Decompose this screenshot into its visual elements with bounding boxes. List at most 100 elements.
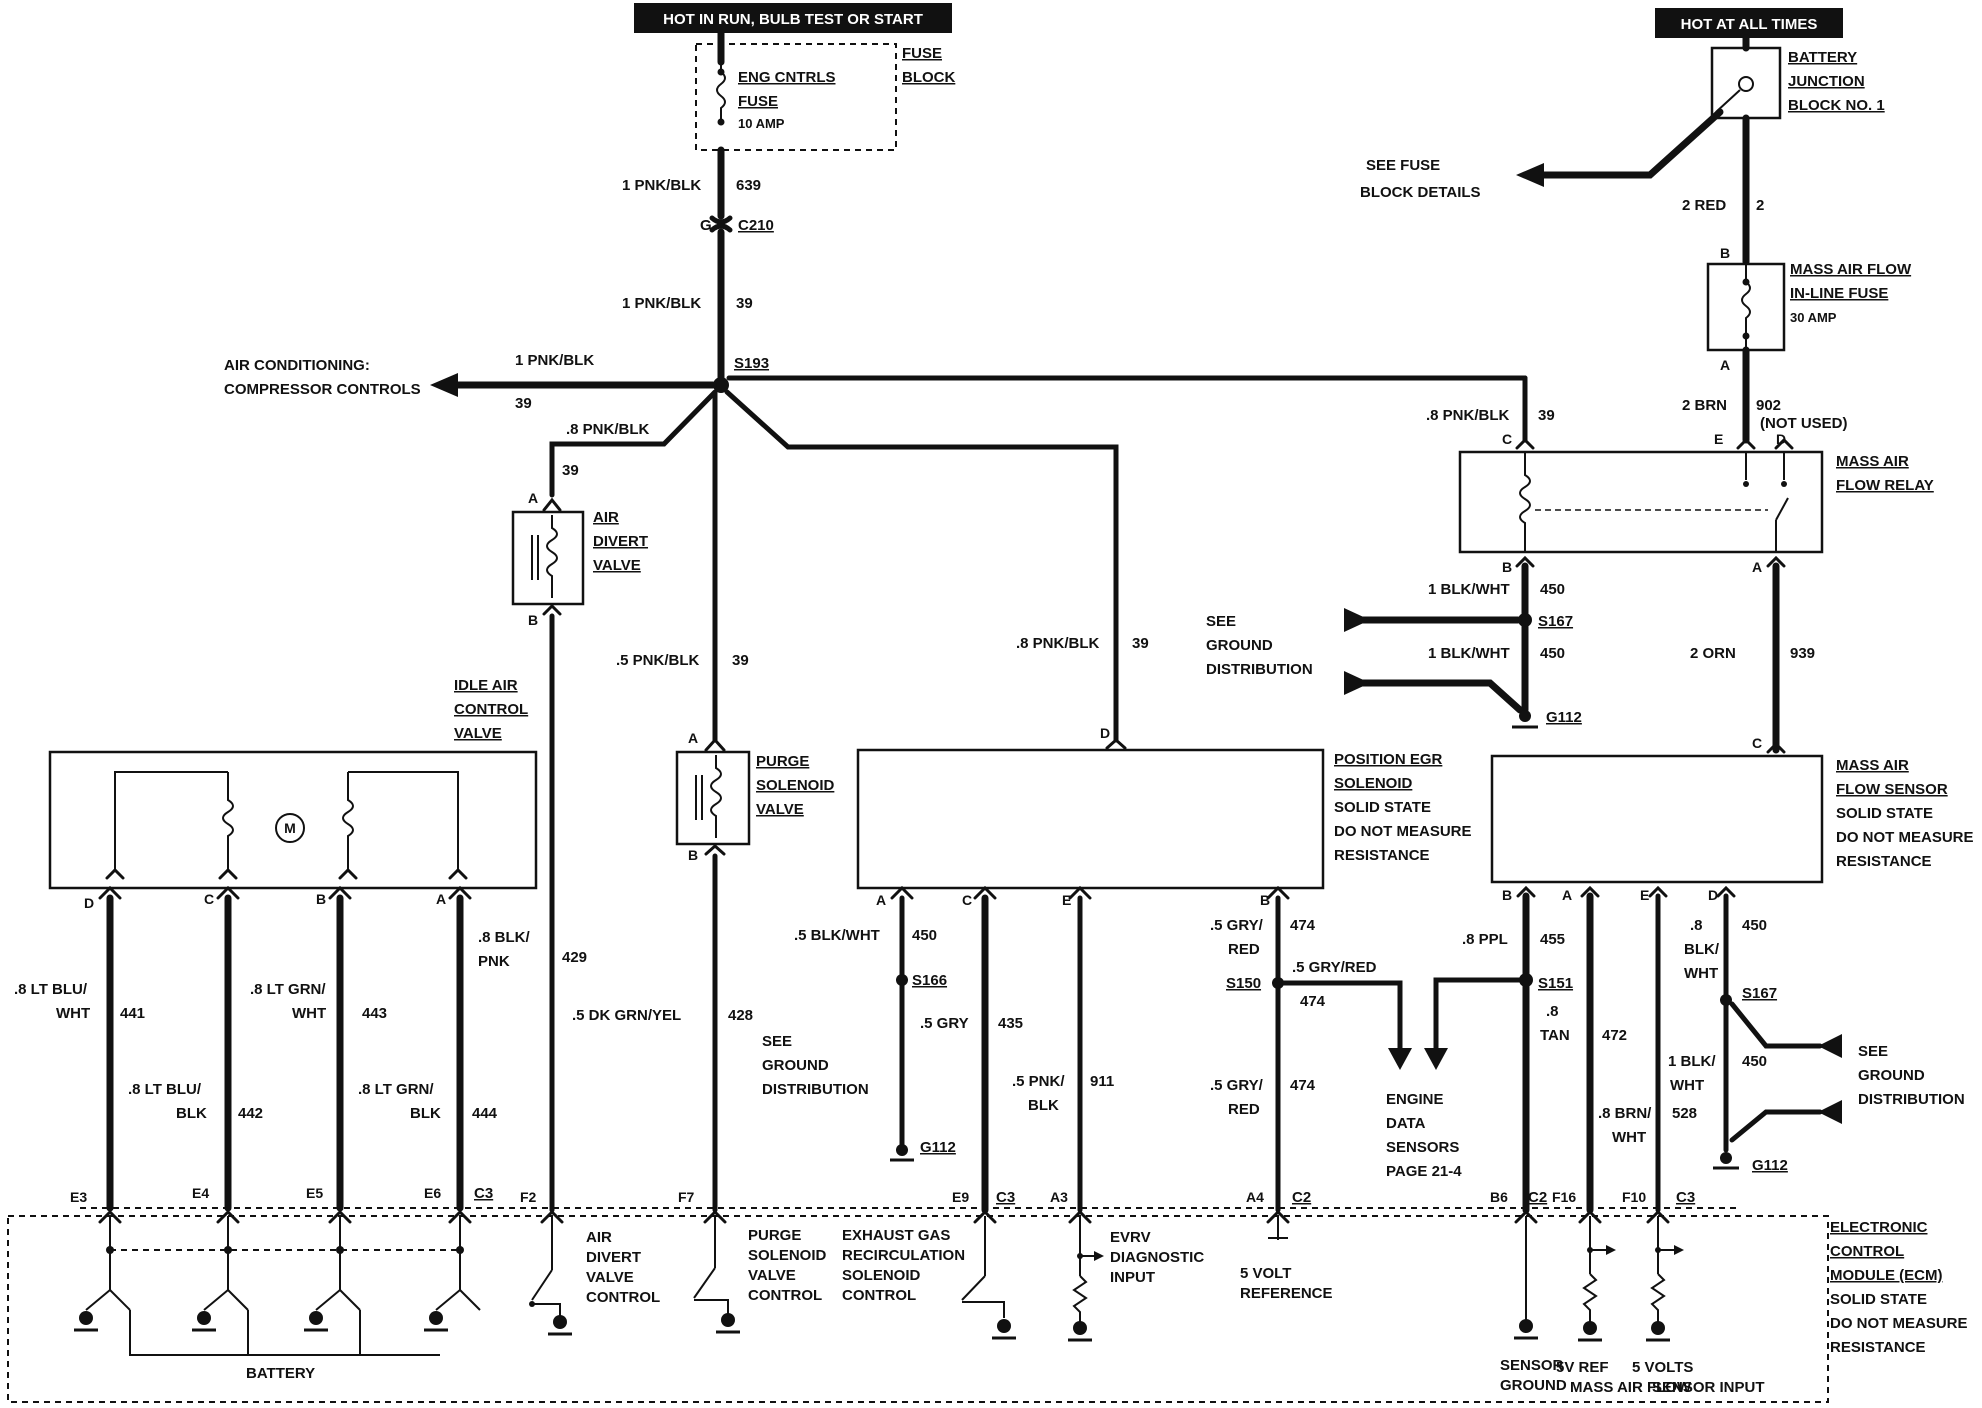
svg-text:SEE FUSE: SEE FUSE [1366, 157, 1440, 174]
svg-text:A: A [1752, 559, 1762, 575]
svg-text:428: 428 [728, 1007, 753, 1024]
svg-text:EVRV: EVRV [1110, 1229, 1151, 1246]
svg-text:ENGINE: ENGINE [1386, 1091, 1444, 1108]
svg-text:B: B [1502, 887, 1512, 903]
motor-icon [275, 813, 305, 843]
svg-text:B: B [528, 612, 538, 628]
svg-text:A: A [436, 891, 446, 907]
svg-text:.5 PNK/: .5 PNK/ [1012, 1073, 1065, 1090]
svg-text:474: 474 [1300, 993, 1326, 1010]
svg-text:DATA: DATA [1386, 1115, 1426, 1132]
svg-text:REFERENCE: REFERENCE [1240, 1285, 1333, 1302]
svg-text:SOLENOID: SOLENOID [748, 1247, 827, 1264]
svg-text:DIAGNOSTIC: DIAGNOSTIC [1110, 1249, 1204, 1266]
svg-text:IDLE AIR: IDLE AIR [454, 677, 518, 694]
svg-text:M: M [284, 820, 296, 836]
svg-text:GROUND: GROUND [1858, 1067, 1925, 1084]
ecm-air-divert-control: AIR DIVERT VALVE CONTROL [529, 1216, 660, 1336]
svg-text:450: 450 [1742, 917, 1767, 934]
svg-text:BLK: BLK [176, 1105, 207, 1122]
ac-arrow-icon [430, 373, 458, 397]
svg-text:C: C [1502, 431, 1512, 447]
svg-text:B: B [1260, 892, 1270, 908]
svg-text:PURGE: PURGE [756, 753, 809, 770]
svg-text:GROUND: GROUND [1206, 637, 1273, 654]
always-hot-header: HOT AT ALL TIMES [1655, 8, 1843, 38]
svg-text:A: A [876, 892, 886, 908]
idle-air-control-valve: IDLE AIR CONTROL VALVE M D C B A [48, 677, 538, 911]
svg-text:GROUND: GROUND [762, 1057, 829, 1074]
svg-text:E: E [1640, 887, 1649, 903]
svg-text:450: 450 [1540, 645, 1565, 662]
svg-text:.5 GRY/: .5 GRY/ [1210, 917, 1264, 934]
svg-text:JUNCTION: JUNCTION [1788, 73, 1865, 90]
svg-text:WHT: WHT [292, 1005, 326, 1022]
svg-text:.8 PNK/BLK: .8 PNK/BLK [1016, 635, 1100, 652]
ecm-sensor-ground: SENSOR GROUND [1500, 1216, 1567, 1394]
svg-text:VALVE: VALVE [593, 557, 641, 574]
mass-air-flow-sensor: C MASS AIR FLOW SENSOR SOLID STATE DO NO… [1490, 735, 1974, 903]
connector-c210 [709, 215, 733, 233]
svg-text:2 ORN: 2 ORN [1690, 645, 1736, 662]
svg-text:FUSE: FUSE [902, 45, 942, 62]
svg-text:1 PNK/BLK: 1 PNK/BLK [622, 295, 701, 312]
svg-text:450: 450 [1742, 1053, 1767, 1070]
svg-text:BATTERY: BATTERY [246, 1365, 315, 1382]
svg-text:SOLID STATE: SOLID STATE [1830, 1291, 1927, 1308]
svg-text:.5 GRY/RED: .5 GRY/RED [1292, 959, 1377, 976]
svg-text:.5 BLK/WHT: .5 BLK/WHT [794, 927, 880, 944]
svg-text:450: 450 [1540, 581, 1565, 598]
svg-text:DIVERT: DIVERT [593, 533, 648, 550]
fuse-icon [716, 62, 726, 122]
svg-text:BLK: BLK [410, 1105, 441, 1122]
svg-text:RESISTANCE: RESISTANCE [1830, 1339, 1926, 1356]
svg-text:1 PNK/BLK: 1 PNK/BLK [622, 177, 701, 194]
svg-text:.8 LT GRN/: .8 LT GRN/ [358, 1081, 434, 1098]
svg-text:RESISTANCE: RESISTANCE [1836, 853, 1932, 870]
svg-text:E6: E6 [424, 1185, 441, 1201]
svg-text:G112: G112 [1752, 1157, 1788, 1174]
svg-text:D: D [84, 895, 94, 911]
svg-text:.8 LT GRN/: .8 LT GRN/ [250, 981, 326, 998]
splice-s193 [713, 377, 729, 393]
splice-s150 [1272, 977, 1284, 989]
svg-text:PURGE: PURGE [748, 1227, 801, 1244]
maf-inline-fuse: B MASS AIR FLOW IN-LINE FUSE 30 AMP A [1706, 245, 1912, 373]
svg-text:SOLENOID: SOLENOID [756, 777, 835, 794]
svg-text:CONTROL: CONTROL [748, 1287, 822, 1304]
svg-text:S167: S167 [1742, 985, 1777, 1002]
svg-text:.5 GRY/: .5 GRY/ [1210, 1077, 1264, 1094]
svg-text:A3: A3 [1050, 1189, 1068, 1205]
svg-text:474: 474 [1290, 917, 1316, 934]
svg-text:474: 474 [1290, 1077, 1316, 1094]
svg-text:429: 429 [562, 949, 587, 966]
ecm: ELECTRONIC CONTROL MODULE (ECM) SOLID ST… [7, 1215, 1968, 1403]
svg-text:WHT: WHT [1684, 965, 1718, 982]
svg-text:C2: C2 [1292, 1189, 1311, 1206]
svg-text:30 AMP: 30 AMP [1790, 310, 1837, 325]
svg-text:VALVE: VALVE [586, 1269, 634, 1286]
svg-text:DO NOT MEASURE: DO NOT MEASURE [1836, 829, 1974, 846]
svg-text:WHT: WHT [1670, 1077, 1704, 1094]
svg-text:939: 939 [1790, 645, 1815, 662]
svg-text:PNK: PNK [478, 953, 510, 970]
svg-text:SEE: SEE [762, 1033, 792, 1050]
svg-text:C3: C3 [474, 1185, 493, 1202]
svg-text:AIR CONDITIONING:: AIR CONDITIONING: [224, 357, 370, 374]
svg-text:2: 2 [1756, 197, 1764, 214]
svg-text:S150: S150 [1226, 975, 1261, 992]
svg-text:A: A [1562, 887, 1572, 903]
svg-text:MASS AIR: MASS AIR [1836, 453, 1909, 470]
svg-text:SENSORS: SENSORS [1386, 1139, 1459, 1156]
svg-text:A4: A4 [1246, 1189, 1264, 1205]
svg-text:AIR: AIR [593, 509, 619, 526]
svg-text:SOLENOID: SOLENOID [1334, 775, 1413, 792]
svg-text:BLK: BLK [1028, 1097, 1059, 1114]
svg-text:1 BLK/: 1 BLK/ [1668, 1053, 1716, 1070]
position-egr-solenoid: D POSITION EGR SOLENOID SOLID STATE DO N… [856, 725, 1472, 908]
svg-text:INPUT: INPUT [1110, 1269, 1155, 1286]
svg-text:443: 443 [362, 1005, 387, 1022]
svg-text:CONTROL: CONTROL [1830, 1243, 1904, 1260]
svg-text:DO NOT MEASURE: DO NOT MEASURE [1830, 1315, 1968, 1332]
svg-text:472: 472 [1602, 1027, 1627, 1044]
